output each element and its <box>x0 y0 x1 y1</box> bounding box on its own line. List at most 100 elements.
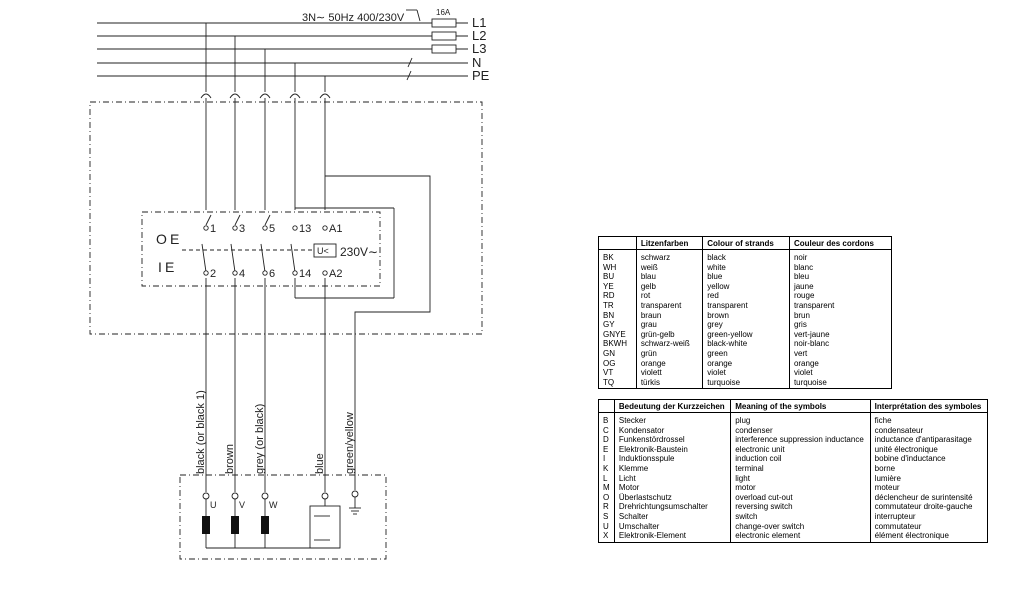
motor-terminal: W <box>269 500 278 510</box>
column-header: Bedeutung der Kurzzeichen <box>613 399 731 413</box>
terminal-label: A1 <box>329 223 342 235</box>
table-cell: schwarz-weiß <box>635 339 703 349</box>
line-label: N <box>472 55 481 70</box>
coil-voltage: 230V∼ <box>340 245 378 259</box>
table-cell: lumière <box>869 473 988 484</box>
column-header: Colour of strands <box>702 236 790 250</box>
table-cell: VT <box>603 368 614 378</box>
table-cell: light <box>730 473 871 484</box>
wire-label: black (or black 1) <box>195 390 207 474</box>
table-cell: moteur <box>869 483 988 493</box>
table-cell: rot <box>635 291 703 301</box>
table-cell: terminal <box>730 463 871 474</box>
table-cell: BKWH <box>603 339 627 349</box>
terminal-label: 2 <box>210 268 216 280</box>
table-cell: condenser <box>730 425 871 436</box>
wire-label: brown <box>224 444 236 474</box>
table-cell: WH <box>603 262 617 272</box>
table-cell: TQ <box>603 377 615 387</box>
table-cell: green-yellow <box>702 329 790 340</box>
table-cell: transparent <box>788 300 892 311</box>
line-label: L3 <box>472 41 486 56</box>
table-cell: green <box>702 348 790 359</box>
table-cell: Stecker <box>613 412 731 426</box>
table-cell: S <box>603 511 609 521</box>
table-cell: GN <box>603 348 615 358</box>
supply-label: 3N∼ 50Hz 400/230V <box>302 12 405 24</box>
table-cell: noir-blanc <box>788 339 892 349</box>
table-cell: vert <box>788 348 892 359</box>
table-cell: GNYE <box>603 329 626 339</box>
table-cell: U <box>603 521 609 531</box>
table-cell: noir <box>788 249 892 263</box>
table-cell: Umschalter <box>613 521 731 532</box>
column-header <box>598 236 637 250</box>
table-cell: orange <box>788 358 892 369</box>
table-cell: change-over switch <box>730 521 871 532</box>
table-cell: weiß <box>635 262 703 273</box>
table-cell: braun <box>635 310 703 321</box>
line-label: L2 <box>472 28 486 43</box>
table-cell: orange <box>702 358 790 369</box>
svg-text:E: E <box>165 259 174 275</box>
line-label: PE <box>472 68 490 83</box>
table-cell: blue <box>702 272 790 282</box>
column-header: Litzenfarben <box>635 236 703 250</box>
wire-label: blue <box>314 453 326 474</box>
table-cell: brown <box>702 310 790 321</box>
terminal-label: 6 <box>269 268 275 280</box>
terminal-label: 5 <box>269 223 275 235</box>
table-cell: X <box>603 531 609 541</box>
table-cell: induction coil <box>730 454 871 464</box>
table-cell: violet <box>788 368 892 378</box>
table-cell: condensateur <box>869 425 988 436</box>
table-cell: overload cut-out <box>730 492 871 503</box>
table-cell: jaune <box>788 281 892 292</box>
table-cell: grün-gelb <box>635 329 703 340</box>
table-cell: electronic unit <box>730 444 871 455</box>
table-cell: Überlastschutz <box>613 492 731 503</box>
table-cell: black <box>702 249 790 263</box>
table-cell: Kondensator <box>613 425 731 436</box>
table-cell: unité électronique <box>869 444 988 455</box>
table-cell: Induktionsspule <box>613 454 731 464</box>
table-cell: BK <box>603 253 614 262</box>
table-cell: transparent <box>702 300 790 311</box>
terminal-label: 14 <box>299 268 311 280</box>
table-cell: grün <box>635 348 703 359</box>
table-cell: vert-jaune <box>788 329 892 340</box>
table-cell: grau <box>635 320 703 330</box>
coil-symbol: U< <box>317 246 329 256</box>
table-cell: R <box>603 502 609 512</box>
column-header: Interprétation des symboles <box>869 399 988 413</box>
column-header: Meaning of the symbols <box>730 399 871 413</box>
table-cell: BU <box>603 272 615 282</box>
table-cell: motor <box>730 483 871 493</box>
table-cell: M <box>603 483 610 493</box>
table-cell: Drehrichtungsumschalter <box>613 502 731 512</box>
table-cell: Elektronik-Baustein <box>613 444 731 455</box>
table-cell: élément électronique <box>869 531 988 543</box>
table-cell: Klemme <box>613 463 731 474</box>
terminal-label: 3 <box>239 223 245 235</box>
table-cell: interference suppression inductance <box>730 435 871 445</box>
table-cell: E <box>603 444 609 454</box>
table-cell: O <box>603 492 610 502</box>
